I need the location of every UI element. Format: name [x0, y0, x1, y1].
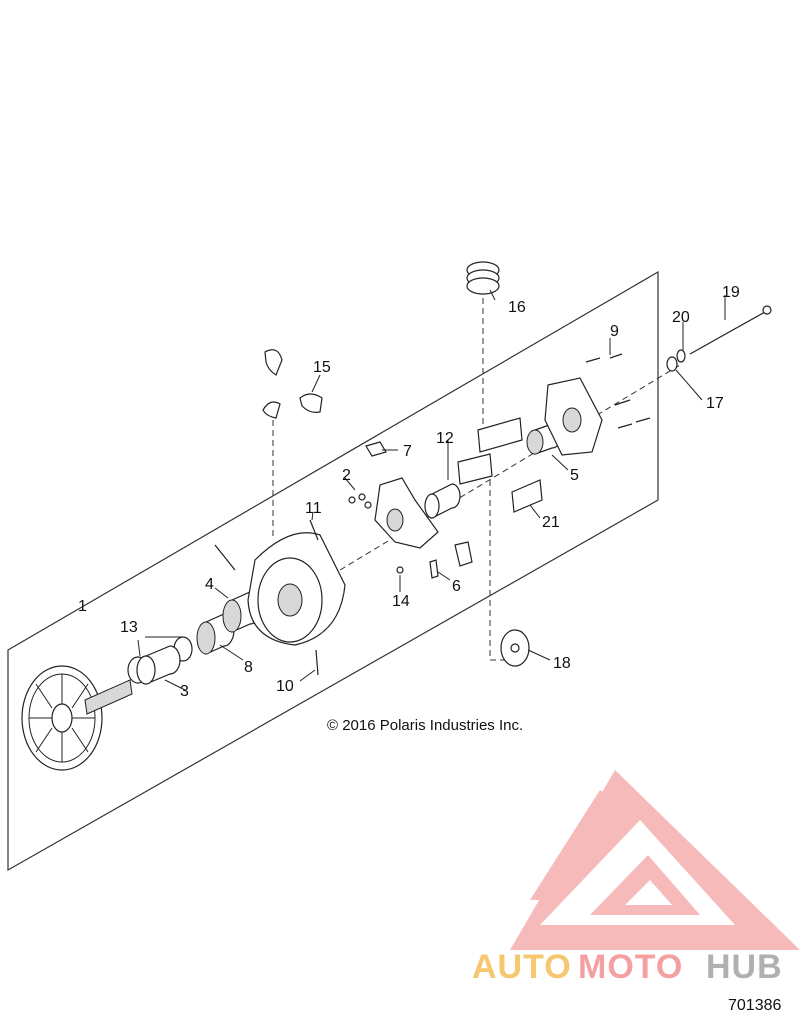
callout-20: 20 — [672, 309, 690, 326]
callout-15: 15 — [313, 359, 331, 376]
part-washer-20 — [676, 349, 686, 363]
callout-1: 1 — [78, 598, 87, 615]
callout-12: 12 — [436, 430, 454, 447]
leader-lines — [137, 289, 726, 691]
callout-7: 7 — [403, 443, 412, 460]
part-spring-16 — [466, 261, 500, 295]
part-pin-rod — [214, 544, 236, 571]
part-14 — [396, 566, 404, 574]
part-bracket-7 — [365, 441, 387, 457]
watermark-triangle-left — [530, 790, 640, 900]
callout-9: 9 — [610, 323, 619, 340]
callout-21: 21 — [542, 514, 560, 531]
alignment-line-axis — [339, 364, 681, 571]
part-bracket-right — [454, 541, 473, 567]
document-number: 701386 — [728, 997, 781, 1014]
watermark-text-moto: MOTO — [578, 948, 683, 986]
part-11 — [309, 519, 319, 541]
part-fixed-sheave — [21, 665, 133, 771]
part-weights-15 — [262, 349, 323, 419]
callout-14: 14 — [392, 593, 410, 610]
part-movable-sheave — [247, 532, 346, 646]
callout-8: 8 — [244, 659, 253, 676]
callout-13: 13 — [120, 619, 138, 636]
callout-11: 11 — [305, 500, 322, 517]
part-10 — [315, 649, 319, 676]
callout-4: 4 — [205, 576, 214, 593]
part-cover-21 — [511, 479, 543, 513]
callout-10: 10 — [276, 678, 294, 695]
part-washer-17 — [666, 356, 678, 372]
watermark-text-hub: HUB — [706, 948, 783, 986]
callout-6: 6 — [452, 578, 461, 595]
part-cover-plate — [544, 377, 603, 456]
assembly-frame — [7, 270, 659, 872]
part-rollers-2 — [348, 493, 372, 509]
part-bushing-3 — [136, 645, 181, 685]
callout-16: 16 — [508, 299, 526, 316]
part-cover-mid — [457, 453, 493, 485]
part-bolts-9 — [585, 353, 651, 429]
callout-2: 2 — [342, 467, 351, 484]
callout-5: 5 — [570, 467, 579, 484]
part-disc-18 — [500, 629, 530, 667]
callout-19: 19 — [722, 284, 740, 301]
part-spider — [374, 477, 439, 549]
part-bushing-12 — [424, 483, 461, 519]
copyright-notice: © 2016 Polaris Industries Inc. — [327, 717, 523, 734]
callout-18: 18 — [553, 655, 571, 672]
watermark-text-auto: AUTO — [472, 948, 572, 986]
part-cover-upper — [477, 417, 523, 453]
part-bolt-19 — [689, 305, 772, 355]
watermark-triangle-cut — [625, 880, 672, 905]
callout-3: 3 — [180, 683, 189, 700]
watermark-logo — [510, 770, 800, 950]
part-6 — [429, 559, 439, 579]
callout-17: 17 — [706, 395, 724, 412]
